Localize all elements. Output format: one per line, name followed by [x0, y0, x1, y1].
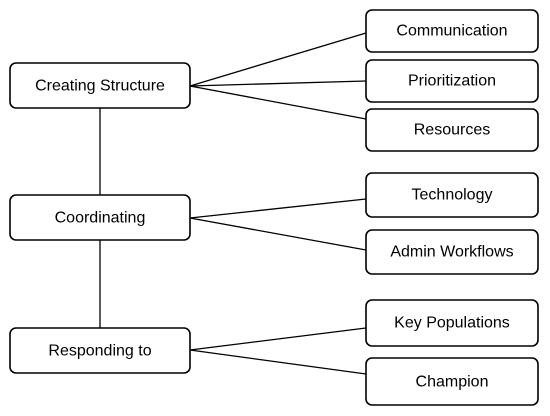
node-key-populations: Key Populations [365, 299, 539, 347]
node-technology-label: Technology [412, 187, 493, 204]
connector-coordinating-to-technology [189, 198, 367, 219]
node-communication: Communication [365, 9, 539, 53]
node-prioritization: Prioritization [365, 59, 539, 103]
node-resources: Resources [365, 108, 539, 152]
node-responding-to: Responding to [9, 327, 191, 374]
node-communication-label: Communication [396, 23, 507, 40]
node-responding-to-box [9, 327, 191, 374]
node-resources-label: Resources [414, 122, 490, 139]
node-admin-workflows: Admin Workflows [365, 229, 539, 275]
node-coordinating-label: Coordinating [55, 210, 146, 227]
node-champion-label: Champion [416, 374, 489, 391]
node-creating-structure: Creating Structure [9, 62, 191, 109]
connector-coordinating-to-admin-workflows [189, 217, 367, 251]
node-creating-structure-box [9, 62, 191, 109]
connector-creating-structure-to-communication [189, 32, 367, 87]
node-creating-structure-label: Creating Structure [35, 78, 165, 95]
connector-creating-structure-to-resources [189, 85, 367, 120]
connector-responding-to-champion [189, 349, 367, 375]
node-key-populations-label: Key Populations [394, 315, 510, 332]
node-resources-box [365, 108, 539, 152]
node-technology-box [365, 172, 539, 218]
node-coordinating: Coordinating [9, 194, 191, 241]
node-technology: Technology [365, 172, 539, 218]
connector-responding-to-key-populations [189, 327, 367, 351]
node-admin-workflows-label: Admin Workflows [390, 244, 513, 261]
node-prioritization-label: Prioritization [408, 73, 496, 90]
node-champion-box [365, 357, 539, 406]
connector-creating-structure-to-prioritization [189, 80, 367, 87]
node-prioritization-box [365, 59, 539, 103]
node-key-populations-box [365, 299, 539, 347]
node-responding-to-label: Responding to [48, 343, 151, 360]
node-coordinating-box [9, 194, 191, 241]
node-admin-workflows-box [365, 229, 539, 275]
node-champion: Champion [365, 357, 539, 406]
node-communication-box [365, 9, 539, 53]
